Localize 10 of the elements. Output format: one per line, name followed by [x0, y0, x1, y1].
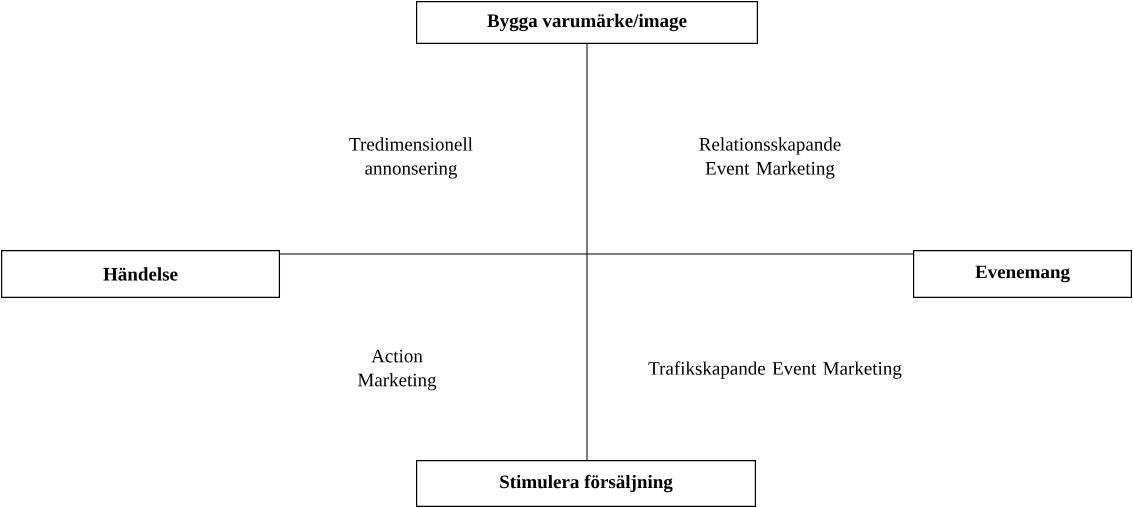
- quadrant-label: Tredimensionell annonsering: [349, 137, 473, 179]
- text-box: Bygga varumärke/image: [416, 1, 758, 44]
- connector-line: [279, 253, 914, 255]
- quadrant-label: Relationsskapande Event Marketing: [699, 137, 841, 179]
- quadrant-label: Trafikskapande Event Marketing: [648, 361, 902, 379]
- connector-line: [586, 43, 588, 461]
- text-box: Stimulera försäljning: [416, 459, 756, 507]
- quadrant-label: Action Marketing: [358, 349, 437, 391]
- text-box: Evenemang: [913, 250, 1132, 298]
- text-box: Händelse: [1, 250, 280, 298]
